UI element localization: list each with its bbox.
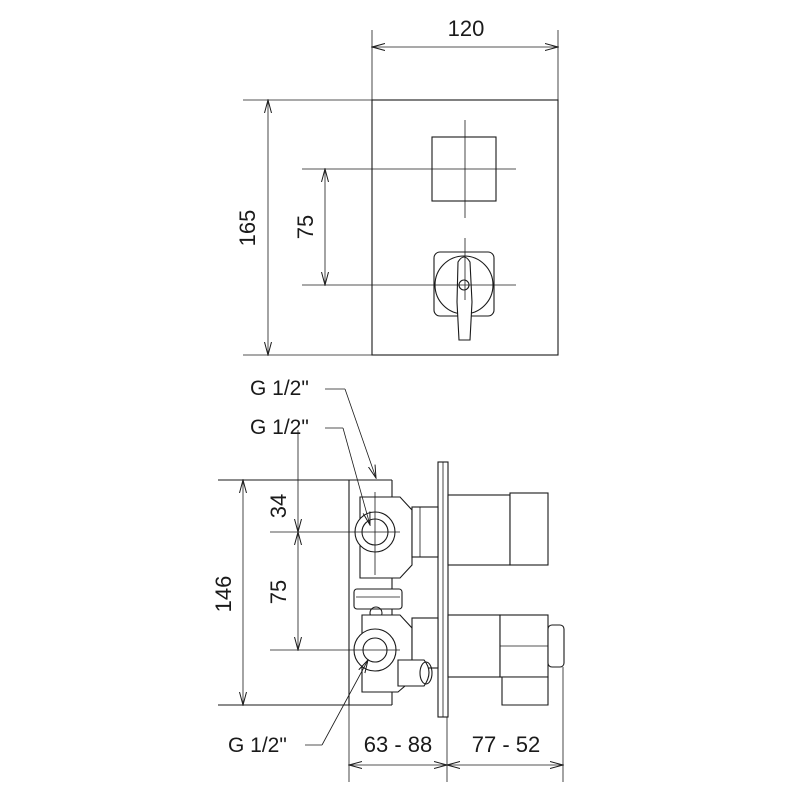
connection-label-top-inner: G 1/2": [250, 416, 309, 439]
depth-handle-dimension-label: 77 - 52: [472, 732, 541, 757]
lower-outlet: [397, 659, 430, 687]
lower-outlet-end: [419, 661, 433, 685]
lever-handle: [456, 256, 473, 341]
connection-label-bottom: G 1/2": [228, 734, 287, 757]
leader-top-outer: [344, 388, 376, 478]
front-view: 120 165 75: [235, 16, 558, 355]
upper-knob-cap: [509, 492, 549, 566]
side-view: 146 34 75 63 - 88 77 - 52 G 1/2" G 1/2" …: [211, 377, 565, 782]
lever-side-body: [447, 614, 501, 678]
depth-body-dimension-label: 63 - 88: [364, 732, 433, 757]
upper-valve-nut: [411, 506, 439, 558]
middle-collar: [353, 588, 403, 610]
upper-offset-dimension-label: 34: [266, 494, 291, 518]
leader-bottom: [321, 660, 368, 746]
side-spacing-dimension-label: 75: [266, 580, 291, 604]
lever-side-handle: [501, 676, 549, 706]
width-dimension-label: 120: [448, 16, 485, 41]
leader-top-inner: [342, 427, 370, 525]
lever-side-tip: [547, 624, 565, 668]
upper-knob-side: [447, 494, 511, 566]
side-height-dimension-label: 146: [211, 576, 236, 613]
height-dimension-label: 165: [235, 210, 260, 247]
connection-label-top-outer: G 1/2": [250, 377, 309, 400]
front-spacing-dimension-label: 75: [293, 215, 318, 239]
cover-plate: [371, 99, 559, 356]
